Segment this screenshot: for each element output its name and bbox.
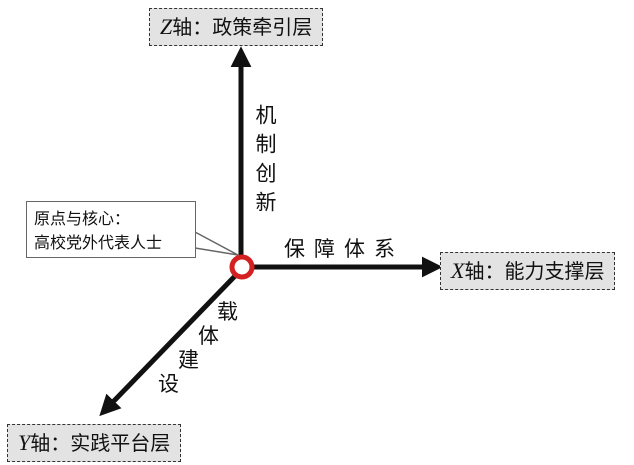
- origin-marker: [229, 254, 255, 280]
- y-arrow-label-char-2: 体: [198, 324, 219, 348]
- x-axis-label: 轴：能力支撑层: [464, 259, 605, 283]
- z-axis-label-box: Z轴：政策牵引层: [149, 8, 324, 46]
- x-axis-variable: X: [451, 258, 465, 283]
- y-arrow-label-char-4: 设: [158, 372, 179, 396]
- y-arrow-label-char-3: 建: [178, 348, 199, 372]
- z-axis-label: 轴：政策牵引层: [172, 15, 313, 39]
- y-axis-arrow: [99, 274, 237, 417]
- callout-line-2: 高校党外代表人士: [34, 233, 163, 252]
- origin-callout: 原点与核心： 高校党外代表人士: [26, 201, 196, 258]
- y-axis-label: 轴：实践平台层: [30, 431, 171, 455]
- z-arrow-label: 机制创新: [253, 104, 277, 220]
- y-arrow-label-char-1: 载: [217, 300, 238, 324]
- y-axis-label-box: Y轴：实践平台层: [7, 424, 182, 462]
- z-axis-variable: Z: [160, 14, 173, 39]
- x-axis-label-box: X轴：能力支撑层: [440, 252, 616, 290]
- callout-line-1: 原点与核心：: [34, 209, 131, 228]
- y-axis-variable: Y: [18, 430, 31, 455]
- callout-pointer: [194, 230, 239, 256]
- x-arrow-label: 保障体系: [284, 237, 404, 261]
